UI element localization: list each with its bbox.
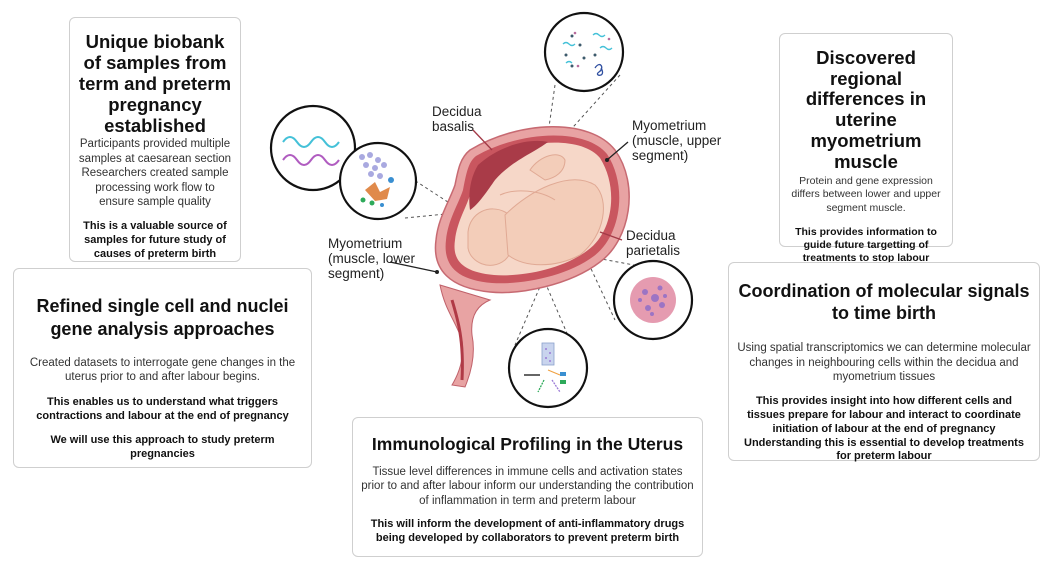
card-title: Refined single cell and nuclei gene anal… [36, 296, 289, 339]
card-title: Coordination of molecular signals to tim… [738, 281, 1030, 323]
cervix [439, 284, 492, 388]
fetus-body [504, 179, 604, 266]
card-body: Using spatial transcriptomics we can det… [737, 342, 1031, 383]
card-emphasis: This enables us to understand what trigg… [36, 395, 289, 422]
label-myometrium-lower: Myometrium (muscle, lower segment) [328, 236, 416, 282]
card-title: Discovered regional differences in uteri… [805, 47, 927, 172]
card-emphasis: This is a valuable source of samples for… [83, 220, 227, 260]
sequencing-inset [507, 327, 589, 409]
label-decidua-basalis: Decidua basalis [432, 104, 482, 135]
card-regional: Discovered regional differences in uteri… [779, 33, 953, 264]
card-single-cell: Refined single cell and nuclei gene anal… [13, 268, 312, 468]
card-body: Created datasets to interrogate gene cha… [29, 357, 296, 384]
card-emphasis: This provides information to guide futur… [795, 225, 937, 264]
card-body: Protein and gene expression differs betw… [791, 175, 941, 214]
tissue-section-inset [612, 259, 694, 341]
wave-a [282, 136, 340, 148]
card-title: Immunological Profiling in the Uterus [371, 434, 684, 454]
card-coordination: Coordination of molecular signals to tim… [728, 262, 1040, 463]
label-decidua-parietalis: Decidua parietalis [626, 228, 681, 259]
pointer-lines [389, 129, 629, 274]
card-biobank: Unique biobank of samples from term and … [69, 17, 241, 262]
fetus-arm [499, 190, 556, 201]
connector-top-left [545, 84, 556, 149]
card-emphasis: This will inform the development of anti… [370, 518, 685, 544]
card-immunological: Immunological Profiling in the Uterus Ti… [352, 417, 703, 557]
card-emphasis-2: We will use this approach to study prete… [50, 434, 275, 460]
wave-b [282, 154, 340, 166]
molecules-inset [543, 11, 625, 93]
card-body: Tissue level differences in immune cells… [361, 466, 694, 507]
rna-waves-inset [269, 104, 357, 192]
connector-left-lower [404, 211, 467, 219]
fetus-foot [529, 154, 566, 181]
card-title: Unique biobank of samples from term and … [78, 31, 232, 136]
card-body: Participants provided multiple samples a… [78, 138, 232, 208]
label-myometrium-upper: Myometrium (muscle, upper segment) [632, 118, 722, 164]
cell-cluster-inset [338, 141, 418, 221]
fetus [467, 154, 604, 266]
card-emphasis: This provides insight into how different… [744, 395, 1024, 463]
placenta [469, 140, 548, 210]
